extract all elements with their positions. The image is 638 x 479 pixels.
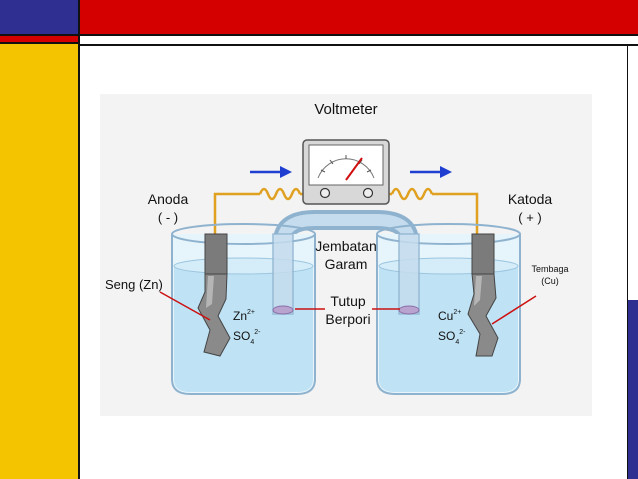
copper-label-line1: Tembaga: [531, 264, 568, 274]
navy-corner-block: [0, 0, 80, 36]
voltmeter-terminal-left: [319, 187, 331, 199]
electron-flow-arrow-left: [250, 166, 292, 178]
left-red-strip: [0, 36, 80, 44]
voltmeter-device: [302, 139, 390, 205]
sulfate-ion-label-left: SO42-: [233, 329, 261, 346]
salt-bridge-label-line1: Jembatan: [315, 238, 376, 254]
porous-cap-right: [398, 305, 420, 315]
porous-cap-label-line2: Berpori: [325, 311, 370, 327]
zinc-label: Seng (Zn): [105, 277, 163, 292]
voltmeter-terminal-right: [362, 187, 374, 199]
zinc-electrode: [197, 233, 231, 357]
cathode-sign: ( + ): [518, 210, 541, 225]
voltmeter-needle: [345, 157, 363, 181]
electron-flow-arrow-right: [410, 166, 452, 178]
porous-cap-label-line1: Tutup: [330, 293, 365, 309]
header-divider-line: [80, 44, 638, 46]
zinc-label-line: [159, 291, 211, 321]
copper-electrode: [467, 233, 499, 357]
left-wire: [213, 192, 260, 234]
red-header-bar: [80, 0, 638, 36]
anode-sign: ( - ): [158, 210, 178, 225]
sulfate-ion-label-right: SO42-: [438, 329, 466, 346]
copper-label-line2: (Cu): [541, 276, 559, 286]
zinc-ion-label: Zn2+: [233, 309, 255, 323]
salt-bridge-label-line2: Garam: [325, 256, 368, 272]
right-purple-strip: [628, 300, 638, 479]
voltmeter-label: Voltmeter: [314, 101, 377, 118]
right-border-line: [627, 46, 628, 479]
cathode-label: Katoda: [508, 191, 553, 207]
galvanic-cell-diagram: Voltmeter Anoda ( - ) Katoda ( + ) Jemba…: [100, 94, 592, 416]
yellow-side-panel: [0, 0, 80, 479]
copper-label-line: [491, 295, 537, 325]
right-wire: [432, 192, 479, 234]
porous-cap-left: [272, 305, 294, 315]
copper-ion-label: Cu2+: [438, 309, 461, 323]
anode-label: Anoda: [148, 191, 189, 207]
